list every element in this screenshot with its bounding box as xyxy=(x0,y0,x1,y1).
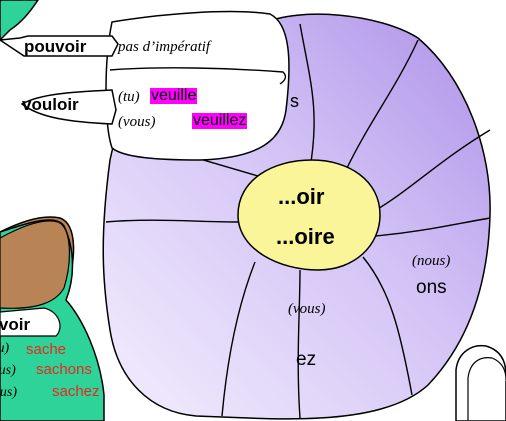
pouvoir-note: pas d’impératif xyxy=(118,39,211,55)
center-ending-oire: ...oire xyxy=(276,224,335,249)
pouvoir-label: pouvoir xyxy=(24,37,87,56)
savoir-nous-form: sachons xyxy=(36,361,92,378)
savoir-nous-pronoun: (nous) xyxy=(0,363,16,378)
ending-ons: ons xyxy=(416,277,447,298)
vouloir-label-arrow xyxy=(20,89,117,125)
brown-blob-overlay xyxy=(0,220,70,309)
center-ending-oir: ...oir xyxy=(278,184,325,209)
vouloir-vous-pronoun: (vous) xyxy=(118,114,156,130)
nous-pronoun: (nous) xyxy=(412,253,451,269)
vouloir-vous-form: veuillez xyxy=(192,112,248,129)
savoir-vous-form: sachez xyxy=(52,383,100,400)
ending-ez: ez xyxy=(296,349,317,370)
vouloir-tu-form: veuille xyxy=(150,87,198,104)
green-blob-top-left xyxy=(0,0,39,42)
vous-pronoun: (vous) xyxy=(288,301,326,317)
savoir-label-arrow xyxy=(0,307,61,337)
savoir-label: savoir xyxy=(0,315,31,334)
center-ellipse xyxy=(237,159,381,271)
bottom-right-inner-curve xyxy=(467,357,506,421)
savoir-tu-pronoun: (tu) xyxy=(0,341,10,356)
vouloir-label: vouloir xyxy=(22,95,79,114)
callout-divider xyxy=(109,67,287,85)
savoir-vous-pronoun: (vous) xyxy=(0,385,17,400)
savoir-tu-form: sache xyxy=(26,341,67,358)
vouloir-tu-pronoun: (tu) xyxy=(118,89,140,105)
verb-callout-bubble xyxy=(105,10,290,161)
ending-s: s xyxy=(290,91,299,111)
pouvoir-label-arrow xyxy=(0,35,119,57)
